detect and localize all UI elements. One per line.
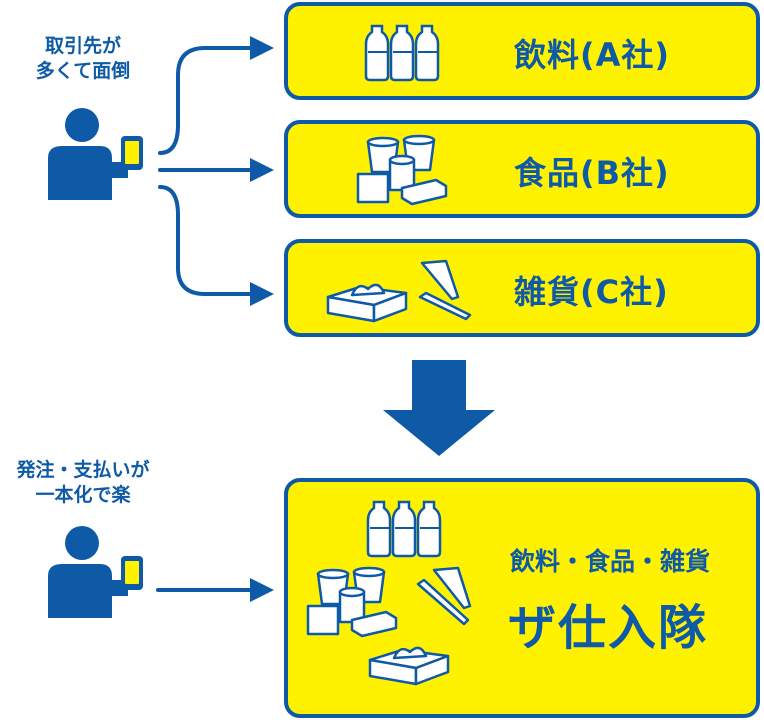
person-with-phone-icon [48,108,143,200]
food-cups-boxes-icon [356,134,448,206]
supplier-label-goods: 雑貨(C社) [514,273,669,311]
before-caption-line1: 取引先が [44,35,121,57]
after-caption-line1: 発注・支払いが [16,459,150,481]
zashiiretai-box: 飲料・食品・雑貨 ザ仕入隊 [284,478,760,718]
bottles-icon [366,500,442,558]
tissue-toothbrush-icon [326,259,472,323]
after-caption: 発注・支払いが 一本化で楽 [0,458,166,508]
person-with-phone-icon [48,526,143,618]
before-caption-line2: 多くて面倒 [35,60,131,82]
arrow-to-goods [158,185,274,306]
supplier-label-food: 食品(B社) [514,154,670,192]
supplier-box-drinks: 飲料(A社) [284,2,760,100]
zashiiretai-subtitle: 飲料・食品・雑貨 [510,547,711,576]
supplier-box-food: 食品(B社) [284,120,760,218]
big-down-arrow-icon [383,360,495,456]
food-cups-boxes-icon [306,566,398,638]
arrow-to-drinks [158,36,274,155]
toothbrush-toothpaste-icon [416,566,472,626]
zashiiretai-brand: ザ仕入隊 [508,600,709,656]
supplier-box-goods: 雑貨(C社) [284,239,760,337]
bottles-icon [364,24,440,82]
before-caption: 取引先が 多くて面倒 [8,34,158,84]
supplier-label-drinks: 飲料(A社) [514,36,671,74]
tissue-box-icon [368,646,450,686]
supplier-arrows [158,36,274,306]
after-caption-line2: 一本化で楽 [35,484,131,506]
